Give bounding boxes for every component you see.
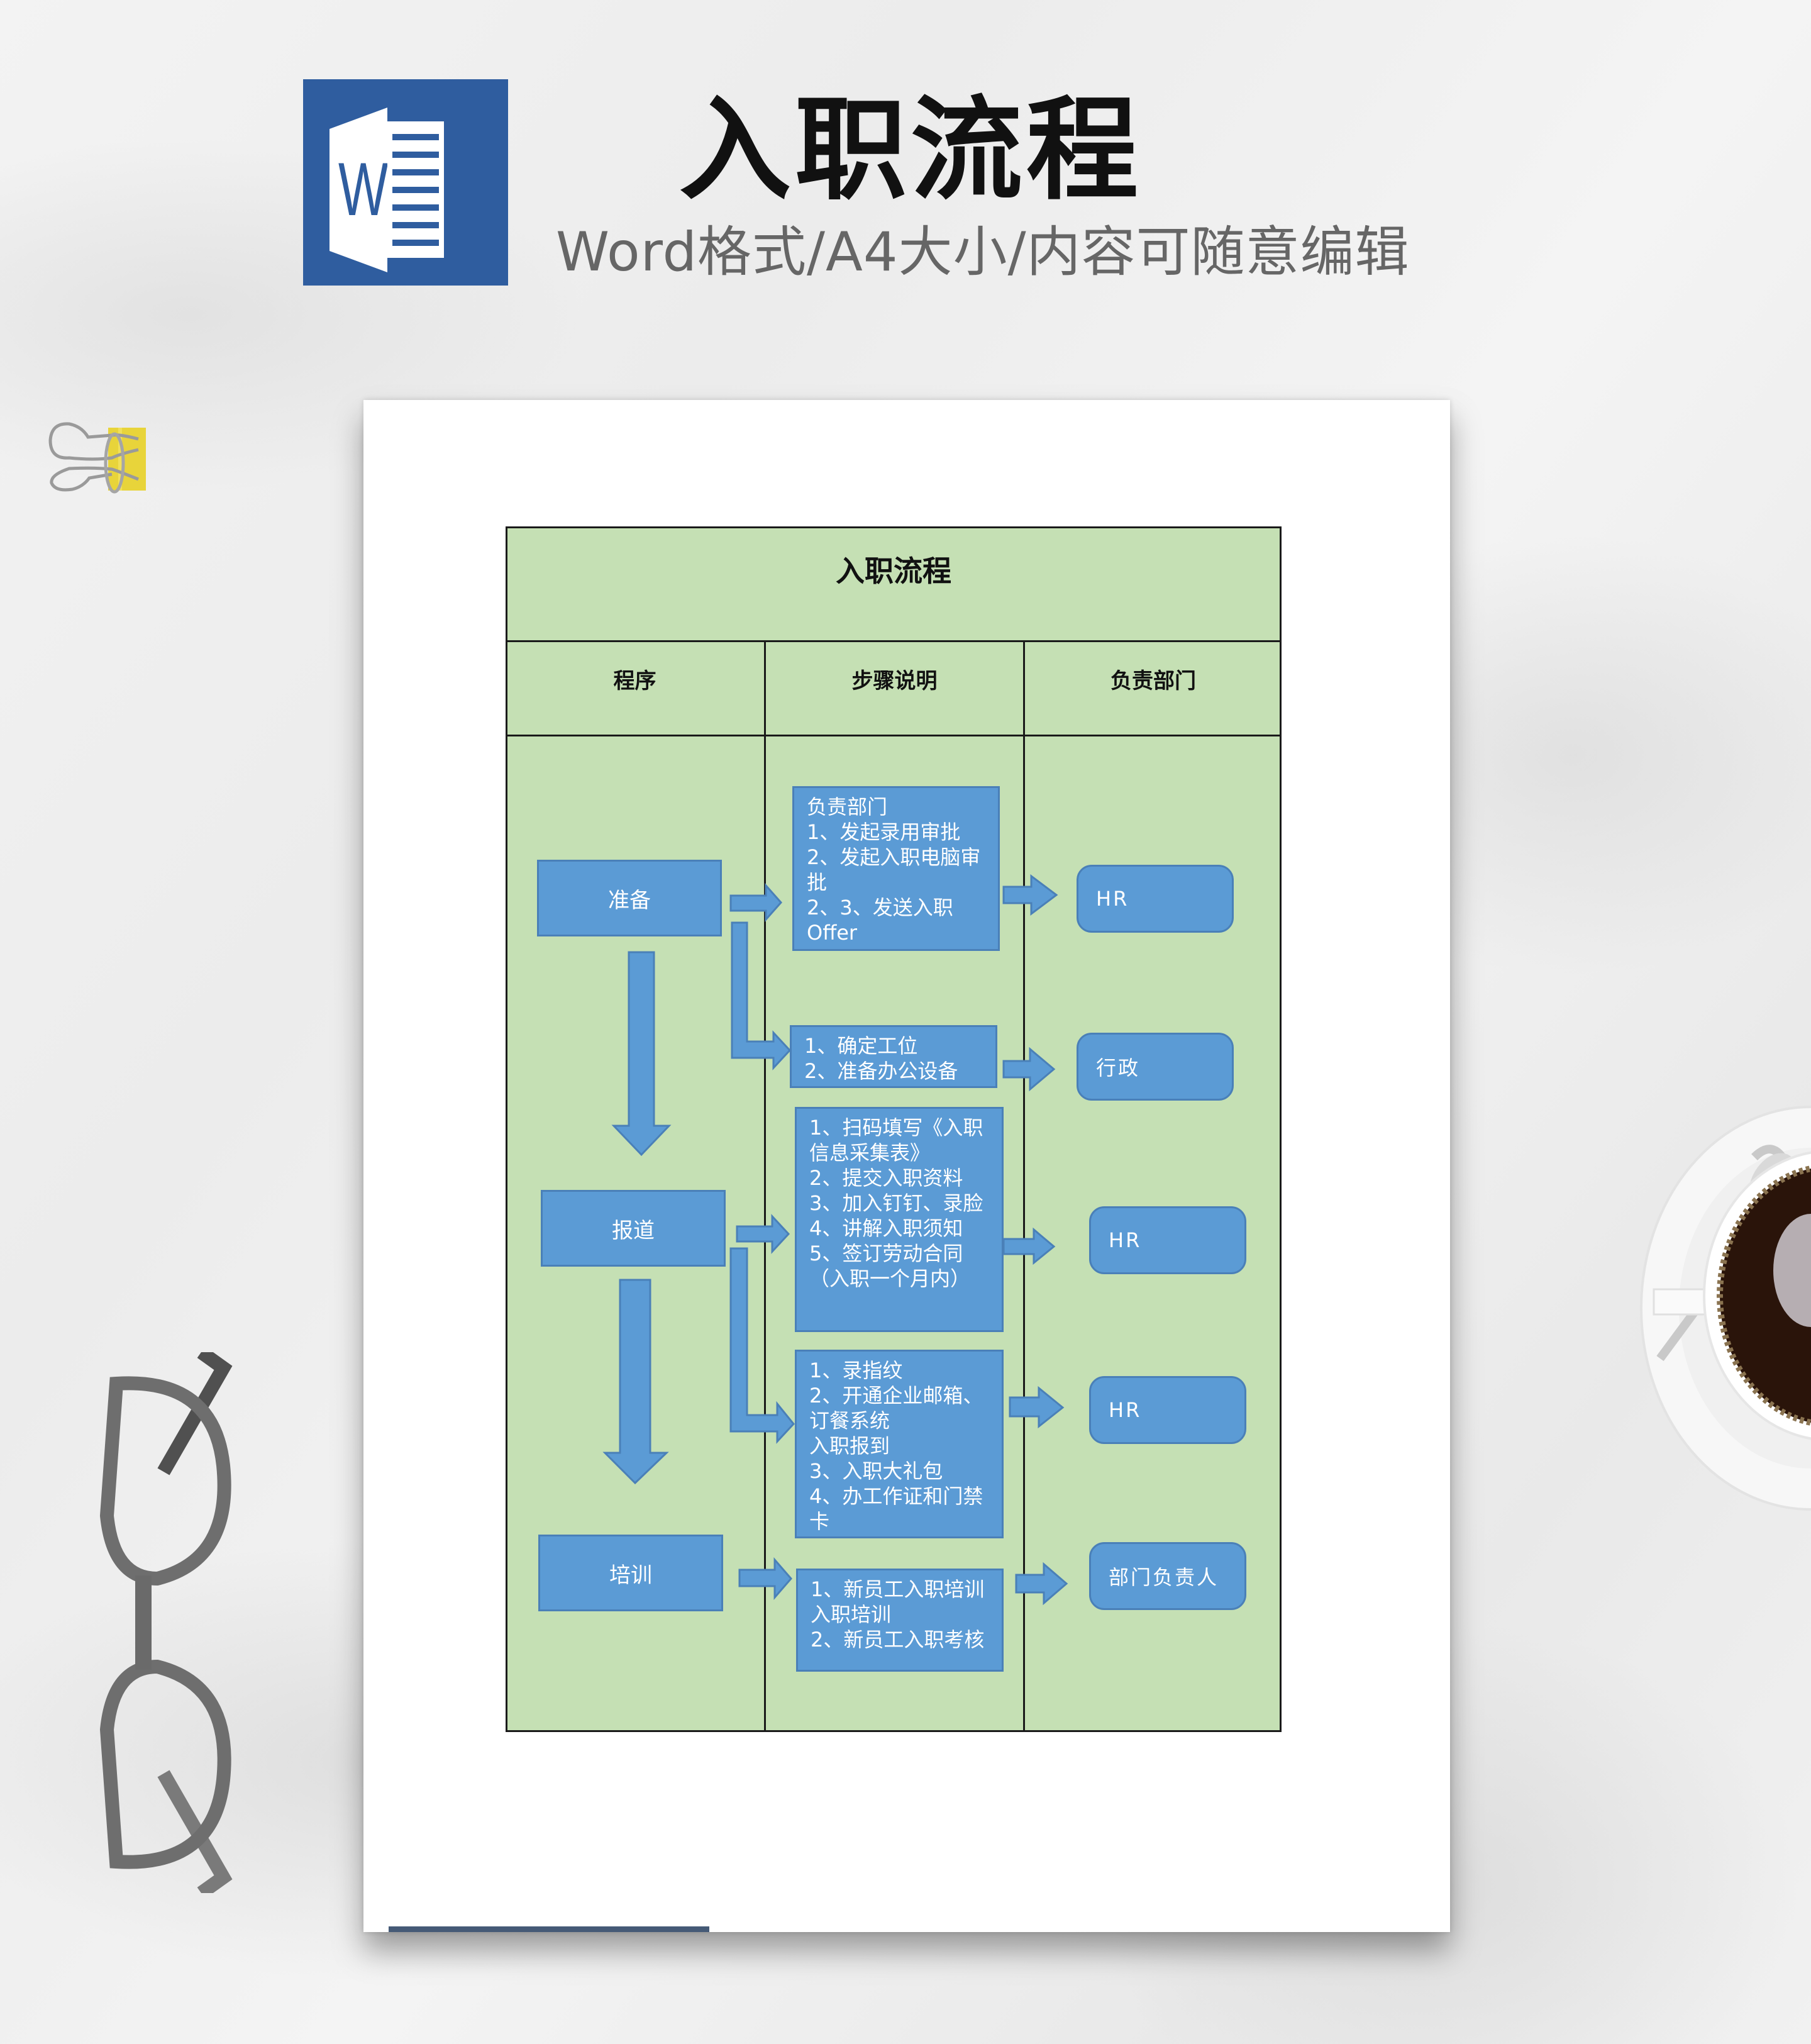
coffee-cup-icon bbox=[1640, 1106, 1811, 1511]
department-box-hr: HR bbox=[1089, 1376, 1246, 1444]
department-box-admin: 行政 bbox=[1077, 1033, 1234, 1101]
department-box-hr: HR bbox=[1077, 865, 1234, 933]
page-footer-bar bbox=[389, 1926, 709, 1932]
table-title: 入职流程 bbox=[836, 554, 951, 588]
hero-title: 入职流程 bbox=[679, 85, 1142, 215]
department-box-dept-head: 部门负责人 bbox=[1089, 1542, 1246, 1610]
eyeglasses-icon bbox=[99, 1352, 233, 1893]
word-logo-icon: W bbox=[303, 79, 508, 286]
department-label: HR bbox=[1096, 887, 1129, 911]
procedure-label: 培训 bbox=[609, 1562, 652, 1588]
procedure-box-training: 培训 bbox=[538, 1535, 723, 1611]
word-logo-page bbox=[330, 108, 387, 272]
step-box-training: 1、新员工入职培训 入职培训 2、新员工入职考核 bbox=[796, 1569, 1004, 1672]
column-header-steps: 步骤说明 bbox=[851, 669, 938, 694]
step-box-report-docs: 1、扫码填写《入职信息采集表》 2、提交入职资料 3、加入钉钉、录脸 4、讲解入… bbox=[795, 1107, 1004, 1332]
binder-clip-icon bbox=[48, 422, 146, 494]
hero-subtitle: Word格式/A4大小/内容可随意编辑 bbox=[556, 221, 1410, 284]
column-divider bbox=[1023, 640, 1025, 1732]
procedure-label: 报道 bbox=[612, 1218, 655, 1243]
column-header-department: 负责部门 bbox=[1110, 669, 1196, 694]
procedure-box-report: 报道 bbox=[541, 1190, 726, 1267]
department-label: HR bbox=[1109, 1398, 1142, 1422]
procedure-label: 准备 bbox=[608, 887, 651, 913]
department-label: 行政 bbox=[1096, 1056, 1141, 1080]
department-label: HR bbox=[1109, 1228, 1142, 1252]
column-divider bbox=[764, 640, 766, 1732]
table-divider bbox=[506, 735, 1282, 736]
table-divider bbox=[506, 640, 1282, 642]
column-header-procedure: 程序 bbox=[613, 669, 656, 694]
department-box-hr: HR bbox=[1089, 1206, 1246, 1274]
step-box-prepare-admin: 1、确定工位 2、准备办公设备 bbox=[790, 1025, 997, 1088]
procedure-box-prepare: 准备 bbox=[537, 860, 722, 936]
word-logo-lines bbox=[387, 121, 444, 258]
department-label: 部门负责人 bbox=[1109, 1565, 1219, 1589]
step-box-report-setup: 1、录指纹 2、开通企业邮箱、订餐系统 入职报到 3、入职大礼包 4、办工作证和… bbox=[795, 1350, 1004, 1538]
step-box-prepare-hr: 负责部门 1、发起录用审批 2、发起入职电脑审批 2、3、发送入职Offer bbox=[792, 786, 1000, 951]
word-logo-letter: W bbox=[338, 147, 389, 231]
